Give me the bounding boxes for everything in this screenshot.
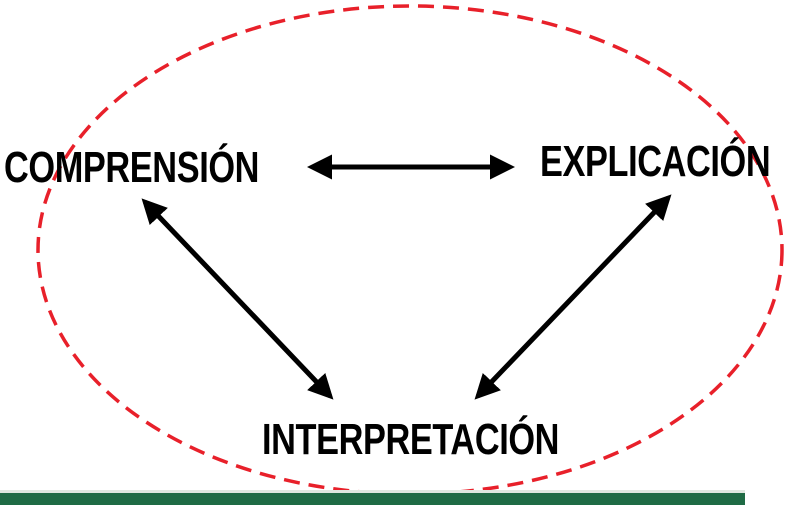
- node-explicacion: EXPLICACIÓN: [540, 137, 771, 186]
- arrow-comprension-interpretacion: [141, 198, 334, 400]
- node-comprension: COMPRENSIÓN: [4, 143, 260, 192]
- footer-bar: [0, 490, 745, 505]
- node-interpretacion: INTERPRETACIÓN: [262, 415, 560, 464]
- arrow-explicacion-interpretacion: [474, 194, 672, 400]
